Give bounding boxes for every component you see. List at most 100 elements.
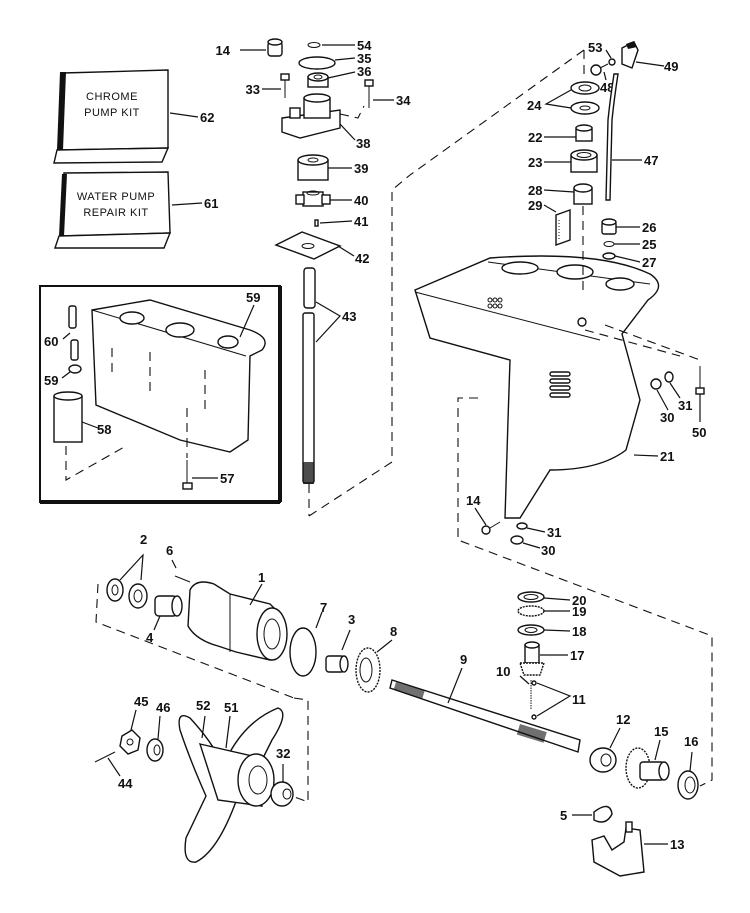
- part-35-o-ring[interactable]: [298, 56, 336, 70]
- part-49-connector[interactable]: [621, 41, 639, 69]
- label-22: 22: [528, 130, 542, 145]
- part-14-screw[interactable]: [481, 521, 501, 535]
- label-30: 30: [660, 410, 674, 425]
- part-31-gasket[interactable]: [664, 371, 674, 383]
- part-1-bearing-housing[interactable]: [187, 581, 288, 661]
- label-14: 14: [466, 493, 481, 508]
- part-33-screw[interactable]: [280, 73, 290, 98]
- kit-box-water-pump-repair[interactable]: WATER PUMP REPAIR KIT: [54, 171, 172, 249]
- part-52-hub[interactable]: [201, 715, 206, 739]
- part-47-shifter-rod[interactable]: [605, 73, 619, 201]
- part-30b-drain-screw[interactable]: [510, 535, 524, 545]
- kit-box-chrome-pump[interactable]: CHROME PUMP KIT: [53, 69, 170, 164]
- label-40: 40: [354, 193, 368, 208]
- label-59: 59: [44, 373, 58, 388]
- label-2: 2: [140, 532, 147, 547]
- part-30-drain-screw[interactable]: [650, 378, 662, 390]
- label-31b: 31: [547, 525, 561, 540]
- part-40-impeller[interactable]: [295, 190, 331, 207]
- label-24: 24: [527, 98, 542, 113]
- part-15-forward-gear[interactable]: [625, 747, 670, 789]
- label-46: 46: [156, 700, 170, 715]
- kit-61-line1: WATER PUMP: [77, 191, 155, 203]
- part-21-gearcase-housing[interactable]: [414, 255, 660, 519]
- label-26: 26: [642, 220, 656, 235]
- part-3-needle-bearing[interactable]: [325, 655, 349, 673]
- label-16: 16: [684, 734, 698, 749]
- part-51-propeller[interactable]: [178, 707, 284, 863]
- part-23-bushing[interactable]: [570, 149, 598, 173]
- label-29: 29: [528, 198, 542, 213]
- label-36: 36: [357, 64, 371, 79]
- part-58-exhaust-housing[interactable]: [91, 299, 266, 453]
- label-56: 57: [220, 471, 234, 486]
- label-62: 62: [200, 110, 214, 125]
- label-17: 17: [570, 648, 584, 663]
- part-29-water-screen[interactable]: [555, 209, 571, 246]
- label-47: 47: [644, 153, 658, 168]
- part-7-o-ring[interactable]: [289, 627, 317, 677]
- part-12-clutch-dog[interactable]: [589, 747, 617, 773]
- part-44-cotter-pin[interactable]: [94, 751, 116, 763]
- part-48-screw[interactable]: [590, 63, 609, 76]
- label-31: 31: [678, 398, 692, 413]
- part-34-screw[interactable]: [364, 79, 374, 108]
- label-9: 9: [460, 652, 467, 667]
- part-25-washer[interactable]: [603, 241, 615, 247]
- label-27: 27: [642, 255, 656, 270]
- part-24-seals[interactable]: [570, 81, 600, 115]
- part-9-propeller-shaft[interactable]: [389, 679, 581, 753]
- part-13-shift-lever[interactable]: [591, 821, 645, 877]
- part-8-reverse-gear[interactable]: [355, 647, 381, 693]
- label-58: 59: [246, 290, 260, 305]
- label-21: 21: [660, 449, 674, 464]
- part-19-thrust-bearing[interactable]: [517, 605, 545, 617]
- part-60-water-tube[interactable]: [68, 305, 79, 361]
- part-5-retainer-clip[interactable]: [593, 805, 613, 823]
- part-56-screw[interactable]: [182, 460, 193, 490]
- part-57-tube[interactable]: [53, 391, 83, 443]
- part-53-washer[interactable]: [608, 58, 616, 66]
- part-36-seal[interactable]: [307, 72, 329, 88]
- label-32: 32: [276, 746, 290, 761]
- part-42-impeller-plate[interactable]: [274, 231, 342, 260]
- part-28-bearing[interactable]: [573, 183, 593, 205]
- part-22-bushing[interactable]: [575, 124, 593, 142]
- part-43-drive-shaft[interactable]: [302, 267, 316, 484]
- part-16-bearing[interactable]: [677, 770, 699, 800]
- part-4-needle-bearing[interactable]: [154, 595, 183, 617]
- label-52: 52: [196, 698, 210, 713]
- part-32-thrust-bushing[interactable]: [270, 781, 294, 807]
- part-41-impeller-pin[interactable]: [314, 219, 319, 227]
- part-54-seal[interactable]: [307, 42, 321, 48]
- part-46-spacer[interactable]: [146, 738, 164, 762]
- part-50-screw[interactable]: [695, 366, 705, 395]
- part-6-screw[interactable]: [174, 575, 191, 583]
- part-18-thrust-washer[interactable]: [517, 624, 545, 636]
- vent-slots: [549, 371, 571, 398]
- part-2-seal-and-bearing[interactable]: [106, 578, 148, 609]
- part-31b-gasket[interactable]: [516, 522, 528, 530]
- label-37: 14: [216, 43, 231, 58]
- part-11-balls[interactable]: [531, 680, 537, 720]
- part-20-thrust-washer[interactable]: [517, 591, 545, 603]
- part-26-grommet[interactable]: [601, 218, 617, 235]
- part-37-grommet[interactable]: [267, 38, 283, 57]
- label-41: 41: [354, 214, 368, 229]
- part-59-grommet[interactable]: [68, 364, 82, 374]
- part-27-washer[interactable]: [602, 252, 616, 260]
- part-38-pump-housing[interactable]: [281, 93, 365, 139]
- part-17-pinion-gear[interactable]: [519, 641, 545, 676]
- water-intake-holes: [487, 297, 503, 309]
- label-4: 4: [146, 630, 154, 645]
- label-20: 20: [572, 593, 586, 608]
- part-39-pump-liner[interactable]: [297, 154, 329, 181]
- label-54: 54: [357, 38, 372, 53]
- part-45-prop-nut[interactable]: [119, 729, 141, 755]
- label-44: 44: [118, 776, 133, 791]
- label-12: 12: [616, 712, 630, 727]
- label-34: 34: [396, 93, 411, 108]
- label-3: 3: [348, 612, 355, 627]
- label-19: 19: [572, 604, 586, 619]
- label-28: 28: [528, 183, 542, 198]
